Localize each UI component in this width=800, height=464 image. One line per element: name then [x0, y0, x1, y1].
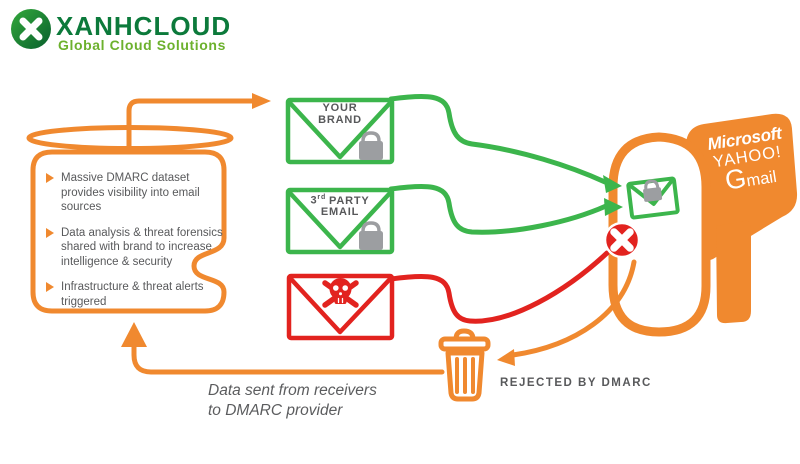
- x-badge-icon: [11, 9, 51, 49]
- panel-item-dataset: Massive DMARC dataset provides visibilit…: [46, 171, 228, 215]
- triangle-bullet-icon: [46, 227, 54, 238]
- feedback-caption: Data sent from receivers to DMARC provid…: [208, 381, 377, 420]
- trash-icon: [438, 328, 491, 402]
- malicious-envelope-icon: [286, 273, 395, 341]
- cylinder-to-brand-arrow: [126, 93, 271, 149]
- brand-delivery-line: [388, 93, 622, 193]
- lock-icon: [359, 221, 383, 250]
- brand-envelope-label: YOUR BRAND: [288, 102, 392, 126]
- panel-item-alerts: Infrastructure & threat alerts triggered: [46, 280, 228, 309]
- brand-envelope-icon: [285, 97, 395, 165]
- logo-tagline: Global Cloud Solutions: [58, 37, 226, 53]
- panel-item-text: Massive DMARC dataset provides visibilit…: [61, 172, 200, 213]
- panel-item-text: Data analysis & threat forensics shared …: [61, 226, 223, 268]
- triangle-bullet-icon: [46, 282, 54, 292]
- secure-envelope-icon: [626, 176, 680, 220]
- mailbox-post: [716, 220, 751, 324]
- malicious-blocked-line: [388, 250, 610, 324]
- caption-line: to DMARC provider: [208, 401, 343, 419]
- triangle-bullet-icon: [46, 173, 54, 183]
- rejected-by-dmarc-label: REJECTED BY DMARC: [500, 377, 652, 389]
- reject-x-icon: [603, 221, 641, 259]
- label-line: EMAIL: [320, 206, 360, 219]
- third-party-envelope-icon: [285, 187, 395, 255]
- label-line: YOUR: [322, 102, 358, 114]
- label-line: BRAND: [318, 113, 362, 126]
- caption-line: Data sent from receivers: [208, 382, 377, 399]
- panel-item-text: Infrastructure & threat alerts triggered: [61, 281, 204, 308]
- logo-brand-text: XANHCLOUD: [56, 11, 232, 41]
- dmarc-dataset-panel: Massive DMARC dataset provides visibilit…: [46, 171, 228, 320]
- reject-to-trash-arrow: [497, 259, 637, 366]
- feedback-loop-arrow: [121, 322, 445, 375]
- panel-item-forensics: Data analysis & threat forensics shared …: [46, 226, 228, 270]
- lock-icon: [359, 131, 383, 160]
- skull-crossbones-icon: [322, 278, 359, 308]
- mailbox-body: [685, 113, 798, 262]
- third-party-delivery-line: [388, 183, 623, 235]
